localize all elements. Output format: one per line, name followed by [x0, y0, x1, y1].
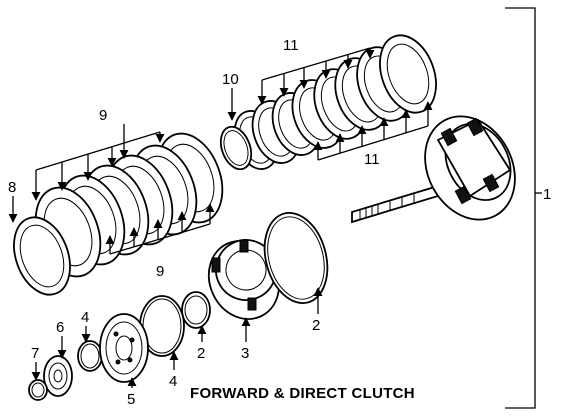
callout-7: 7: [31, 345, 39, 362]
forward-clutch-pack: [13, 132, 224, 296]
assembly-bracket: [505, 7, 542, 409]
callout-8: 8: [8, 179, 16, 196]
retaining-ring: [28, 379, 48, 401]
callout-5: 5: [127, 391, 135, 408]
diagram-caption: FORWARD & DIRECT CLUTCH: [190, 385, 415, 402]
callout-4-small-seal: 4: [81, 309, 89, 326]
callout-6: 6: [56, 319, 64, 336]
input-shaft-drum: [351, 115, 516, 224]
leader-lines: [8, 47, 433, 388]
callout-2-small-ring: 2: [197, 345, 205, 362]
direct-clutch-pack: [219, 34, 437, 171]
callout-9-top: 9: [99, 107, 107, 124]
callout-11-bottom: 11: [364, 151, 380, 168]
callout-9-bottom: 9: [156, 263, 164, 280]
snap-ring-small: [181, 291, 211, 329]
gear: [43, 355, 73, 397]
callout-3: 3: [241, 345, 249, 362]
snap-ring-large: [263, 211, 329, 305]
clutch-piston: [99, 313, 149, 383]
callout-11-top: 11: [283, 37, 299, 54]
seal-small: [77, 340, 103, 372]
callout-4-large-seal: 4: [169, 373, 177, 390]
callout-10: 10: [222, 71, 239, 88]
callout-1: 1: [543, 186, 551, 203]
callout-2-large-ring: 2: [312, 317, 320, 334]
clutch-hub: [207, 239, 281, 320]
